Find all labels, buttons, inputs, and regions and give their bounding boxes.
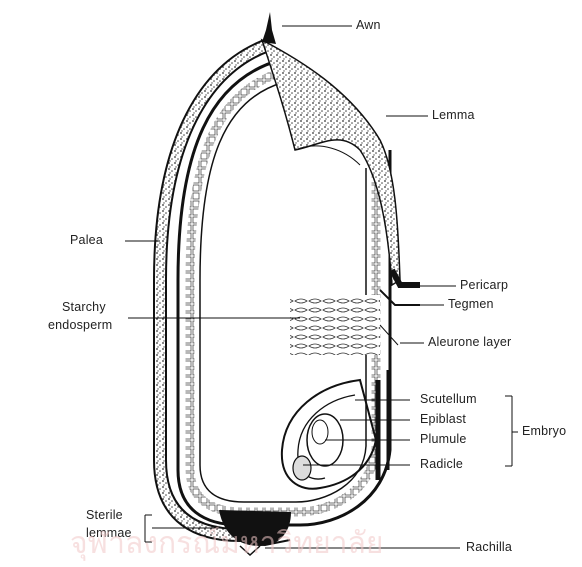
label-palea: Palea xyxy=(70,233,103,247)
label-radicle: Radicle xyxy=(420,457,463,471)
label-starchy-endosperm-1: Starchy xyxy=(62,300,106,314)
label-lemma: Lemma xyxy=(432,108,475,122)
tegmen-tail xyxy=(380,290,420,305)
university-watermark: จุฬาลงกรณ์มหาวิทยาลัย xyxy=(70,520,383,567)
label-tegmen: Tegmen xyxy=(448,297,494,311)
awn xyxy=(262,12,276,44)
label-epiblast: Epiblast xyxy=(420,412,466,426)
label-embryo: Embryo xyxy=(522,424,566,438)
label-starchy-endosperm-2: endosperm xyxy=(48,318,112,332)
starchy-endosperm-patch xyxy=(290,295,380,355)
label-plumule: Plumule xyxy=(420,432,467,446)
label-pericarp: Pericarp xyxy=(460,278,508,292)
palea-hull xyxy=(160,45,268,535)
label-rachilla: Rachilla xyxy=(466,540,512,554)
pericarp-tail xyxy=(392,270,420,285)
label-aleurone-layer: Aleurone layer xyxy=(428,335,511,349)
label-awn: Awn xyxy=(356,18,381,32)
label-scutellum: Scutellum xyxy=(420,392,477,406)
